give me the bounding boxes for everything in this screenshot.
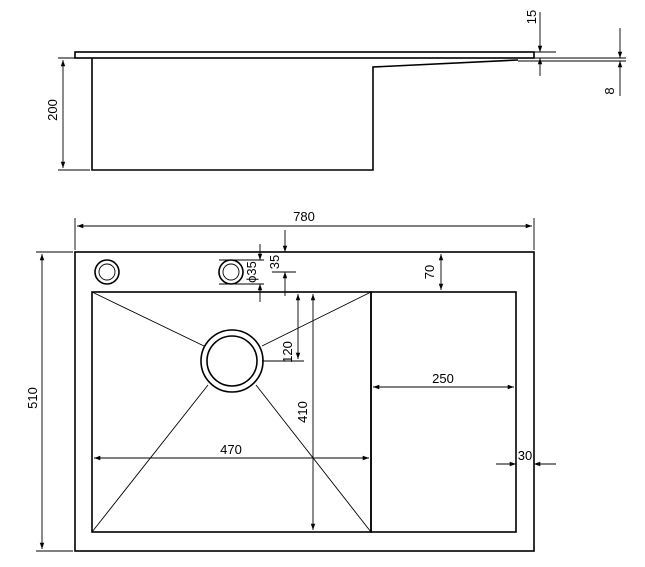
side-top-plate [74, 51, 535, 59]
tap-hole-left [94, 259, 120, 285]
dim-label-bowl-depth: 200 [45, 99, 60, 121]
dim-label-drain-offset: 120 [280, 341, 295, 363]
tap-hole-right-inner [222, 263, 240, 281]
dim-drainboard-width: 250 [373, 371, 514, 390]
dim-label-bowl-length: 410 [295, 401, 310, 423]
bowl-slope-line [91, 291, 205, 347]
dim-overall-width: 780 [74, 209, 535, 250]
dim-bowl-length: 410 [295, 294, 316, 530]
dim-bowl-width: 470 [94, 442, 369, 461]
dim-flange-thickness: 8 [518, 28, 626, 96]
bowl-slope-line [91, 384, 209, 533]
dim-label-hole-offset: 35 [267, 255, 282, 269]
bowl-outline [91, 291, 372, 533]
drain-inner-ring [206, 335, 258, 387]
sink-top-outline [74, 251, 535, 552]
tap-hole-left-inner [98, 263, 116, 281]
plan-view [74, 251, 535, 552]
bowl-slope-line [261, 291, 372, 347]
drainboard-outline [370, 291, 517, 533]
side-view [74, 51, 535, 171]
dim-label-hole-diameter: ϕ35 [244, 261, 259, 283]
dim-side-margin: 30 [496, 448, 556, 472]
bowl-slope-line [255, 384, 372, 533]
dim-label-bowl-width: 470 [220, 442, 242, 457]
dim-drain-offset: 120 [262, 294, 304, 363]
dim-label-overall-depth: 510 [25, 387, 40, 409]
dim-label-side-margin: 30 [518, 448, 532, 463]
dim-hole: ϕ35 35 [219, 230, 296, 302]
dim-overall-depth: 510 [25, 251, 73, 552]
dim-label-top-thickness: 15 [524, 10, 539, 24]
dim-label-drainboard-width: 250 [432, 371, 454, 386]
dim-bowl-depth: 200 [45, 57, 90, 171]
dim-label-back-margin: 70 [422, 265, 437, 279]
drain-outer-ring [200, 329, 264, 393]
side-bowl-outline [91, 58, 519, 171]
dim-label-flange-thickness: 8 [602, 87, 617, 94]
dim-label-overall-width: 780 [293, 209, 315, 224]
dim-top-thickness: 15 [524, 10, 556, 76]
dim-back-margin: 70 [422, 254, 444, 290]
